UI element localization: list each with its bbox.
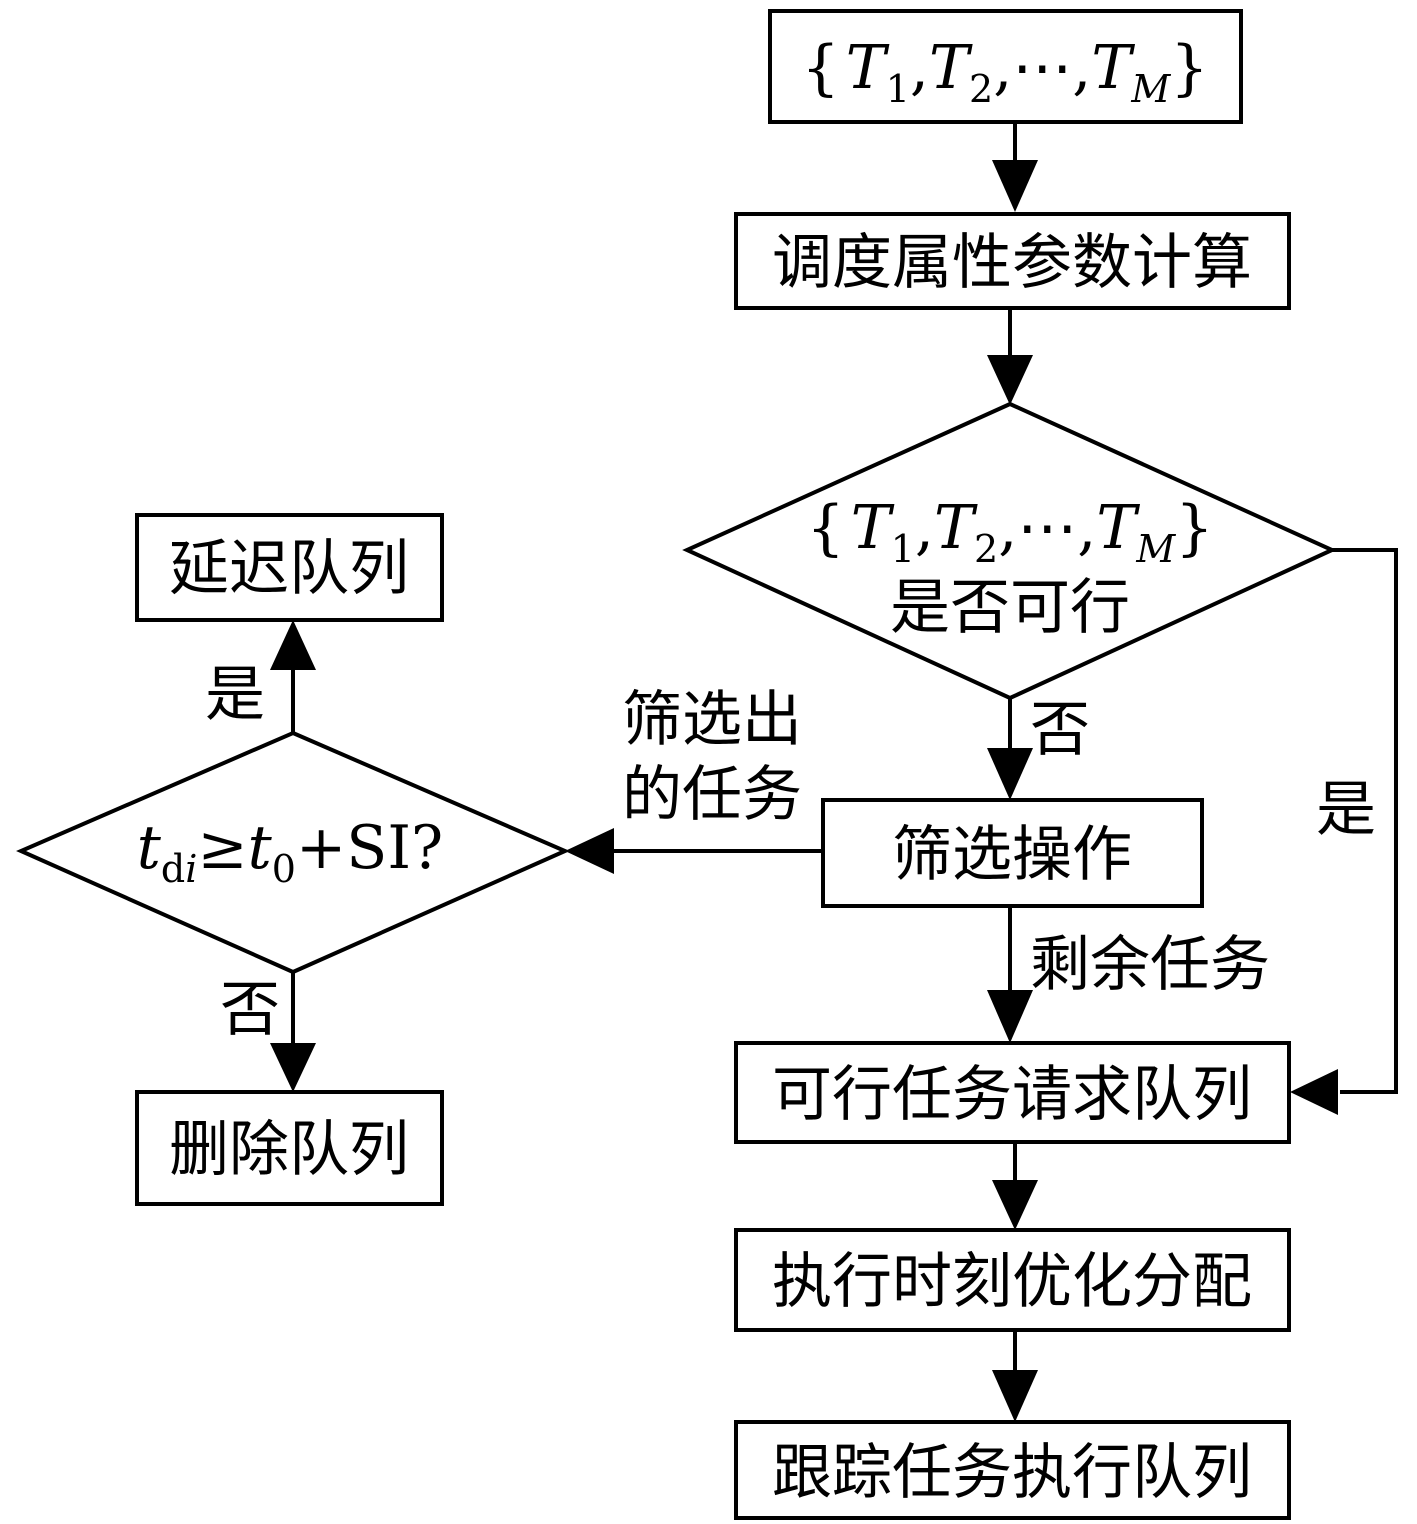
node-feasible-check: {T1,T2,⋯,TM} 是否可行 (682, 401, 1337, 701)
arrowhead (987, 990, 1033, 1043)
node-optimize: 执行时刻优化分配 (734, 1228, 1291, 1332)
edge-label-feasible-no: 否 (1030, 695, 1090, 765)
edge-label-filtered-line2: 的任务 (622, 760, 802, 830)
node-feasible-queue: 可行任务请求队列 (734, 1041, 1291, 1144)
edge-label-filtered-line1: 筛选出 (622, 685, 802, 755)
arrowhead (987, 748, 1033, 800)
arrowhead (1290, 1069, 1338, 1115)
node-filter-op: 筛选操作 (821, 798, 1204, 908)
arrowhead (992, 1370, 1038, 1422)
node-tracking-queue: 跟踪任务执行队列 (734, 1420, 1291, 1520)
node-param-calc: 调度属性参数计算 (734, 212, 1291, 310)
edge-label-remaining: 剩余任务 (1030, 930, 1270, 1000)
delete-queue-label: 删除队列 (169, 1115, 409, 1185)
edge-check-yes-to-feasible-queue (1332, 548, 1398, 1094)
arrowhead (987, 355, 1033, 405)
edge-label-feasible-yes: 是 (1316, 775, 1376, 845)
param-calc-label: 调度属性参数计算 (772, 228, 1252, 298)
svg-text:tdi≥t0+SI?: tdi≥t0+SI? (137, 813, 443, 891)
arrowhead (992, 160, 1038, 212)
optimize-label: 执行时刻优化分配 (772, 1247, 1252, 1317)
feasible-queue-label: 可行任务请求队列 (772, 1060, 1252, 1130)
arrowhead (270, 1043, 316, 1092)
feasible-question-label: 是否可行 (890, 573, 1130, 643)
svg-text:{T1,T2,⋯,TM}: {T1,T2,⋯,TM} (807, 493, 1214, 571)
node-delay-queue: 延迟队列 (135, 513, 444, 622)
edge-label-deadline-yes: 是 (205, 660, 265, 730)
edge-label-deadline-no: 否 (220, 975, 280, 1045)
filter-op-label: 筛选操作 (892, 820, 1132, 890)
svg-text:{T1,T2,⋯,TM}: {T1,T2,⋯,TM} (802, 33, 1209, 111)
arrowhead (270, 620, 316, 670)
delay-queue-label: 延迟队列 (169, 534, 409, 604)
tracking-queue-label: 跟踪任务执行队列 (772, 1438, 1252, 1508)
node-task-set: {T1,T2,⋯,TM} (768, 9, 1243, 124)
node-delete-queue: 删除队列 (135, 1090, 444, 1206)
arrowhead (992, 1180, 1038, 1230)
node-deadline-check: tdi≥t0+SI? (16, 730, 570, 975)
arrowhead (565, 828, 614, 874)
